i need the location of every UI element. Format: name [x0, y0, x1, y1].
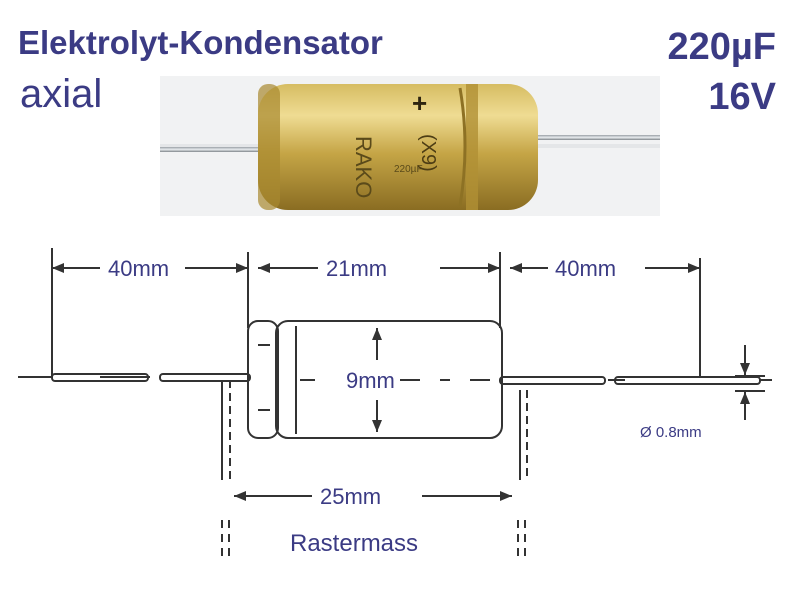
polarity-plus-icon: +: [412, 88, 427, 118]
drawing-lines: [18, 248, 772, 560]
dimension-arrowheads: [52, 263, 750, 501]
capacitance-value: 220µF: [667, 26, 776, 68]
drawing-lead-right-1: [499, 376, 606, 385]
pitch-label: 25mm: [320, 484, 381, 509]
body-diameter-label: 9mm: [346, 368, 395, 393]
capacitor-body: RAKO 220µF (X9) +: [258, 84, 538, 210]
drawing-body: [275, 320, 503, 439]
lead-wire-right: [526, 135, 660, 140]
pitch-caption: Rastermass: [290, 530, 418, 557]
body-length-label: 21mm: [326, 256, 387, 281]
lead-left-length-label: 40mm: [108, 256, 169, 281]
page-title: Elektrolyt-Kondensator: [18, 24, 383, 61]
lead-diameter-label: Ø 0.8mm: [640, 424, 702, 441]
body-code-text: (X9): [417, 134, 439, 172]
drawing-lead-left-2: [159, 373, 251, 382]
lead-right-length-label: 40mm: [555, 256, 616, 281]
drawing-lead-left-1: [51, 373, 149, 382]
drawing-lead-right-2: [614, 376, 761, 385]
capacitor-photo: RAKO 220µF (X9) +: [160, 76, 660, 216]
body-brand-text: RAKO: [351, 136, 376, 198]
body-small-text: 220µF: [394, 164, 423, 175]
voltage-value: 16V: [708, 76, 776, 118]
drawing-body-rim: [247, 320, 279, 439]
lead-wire-left: [160, 147, 260, 152]
page-subtitle: axial: [20, 72, 103, 116]
